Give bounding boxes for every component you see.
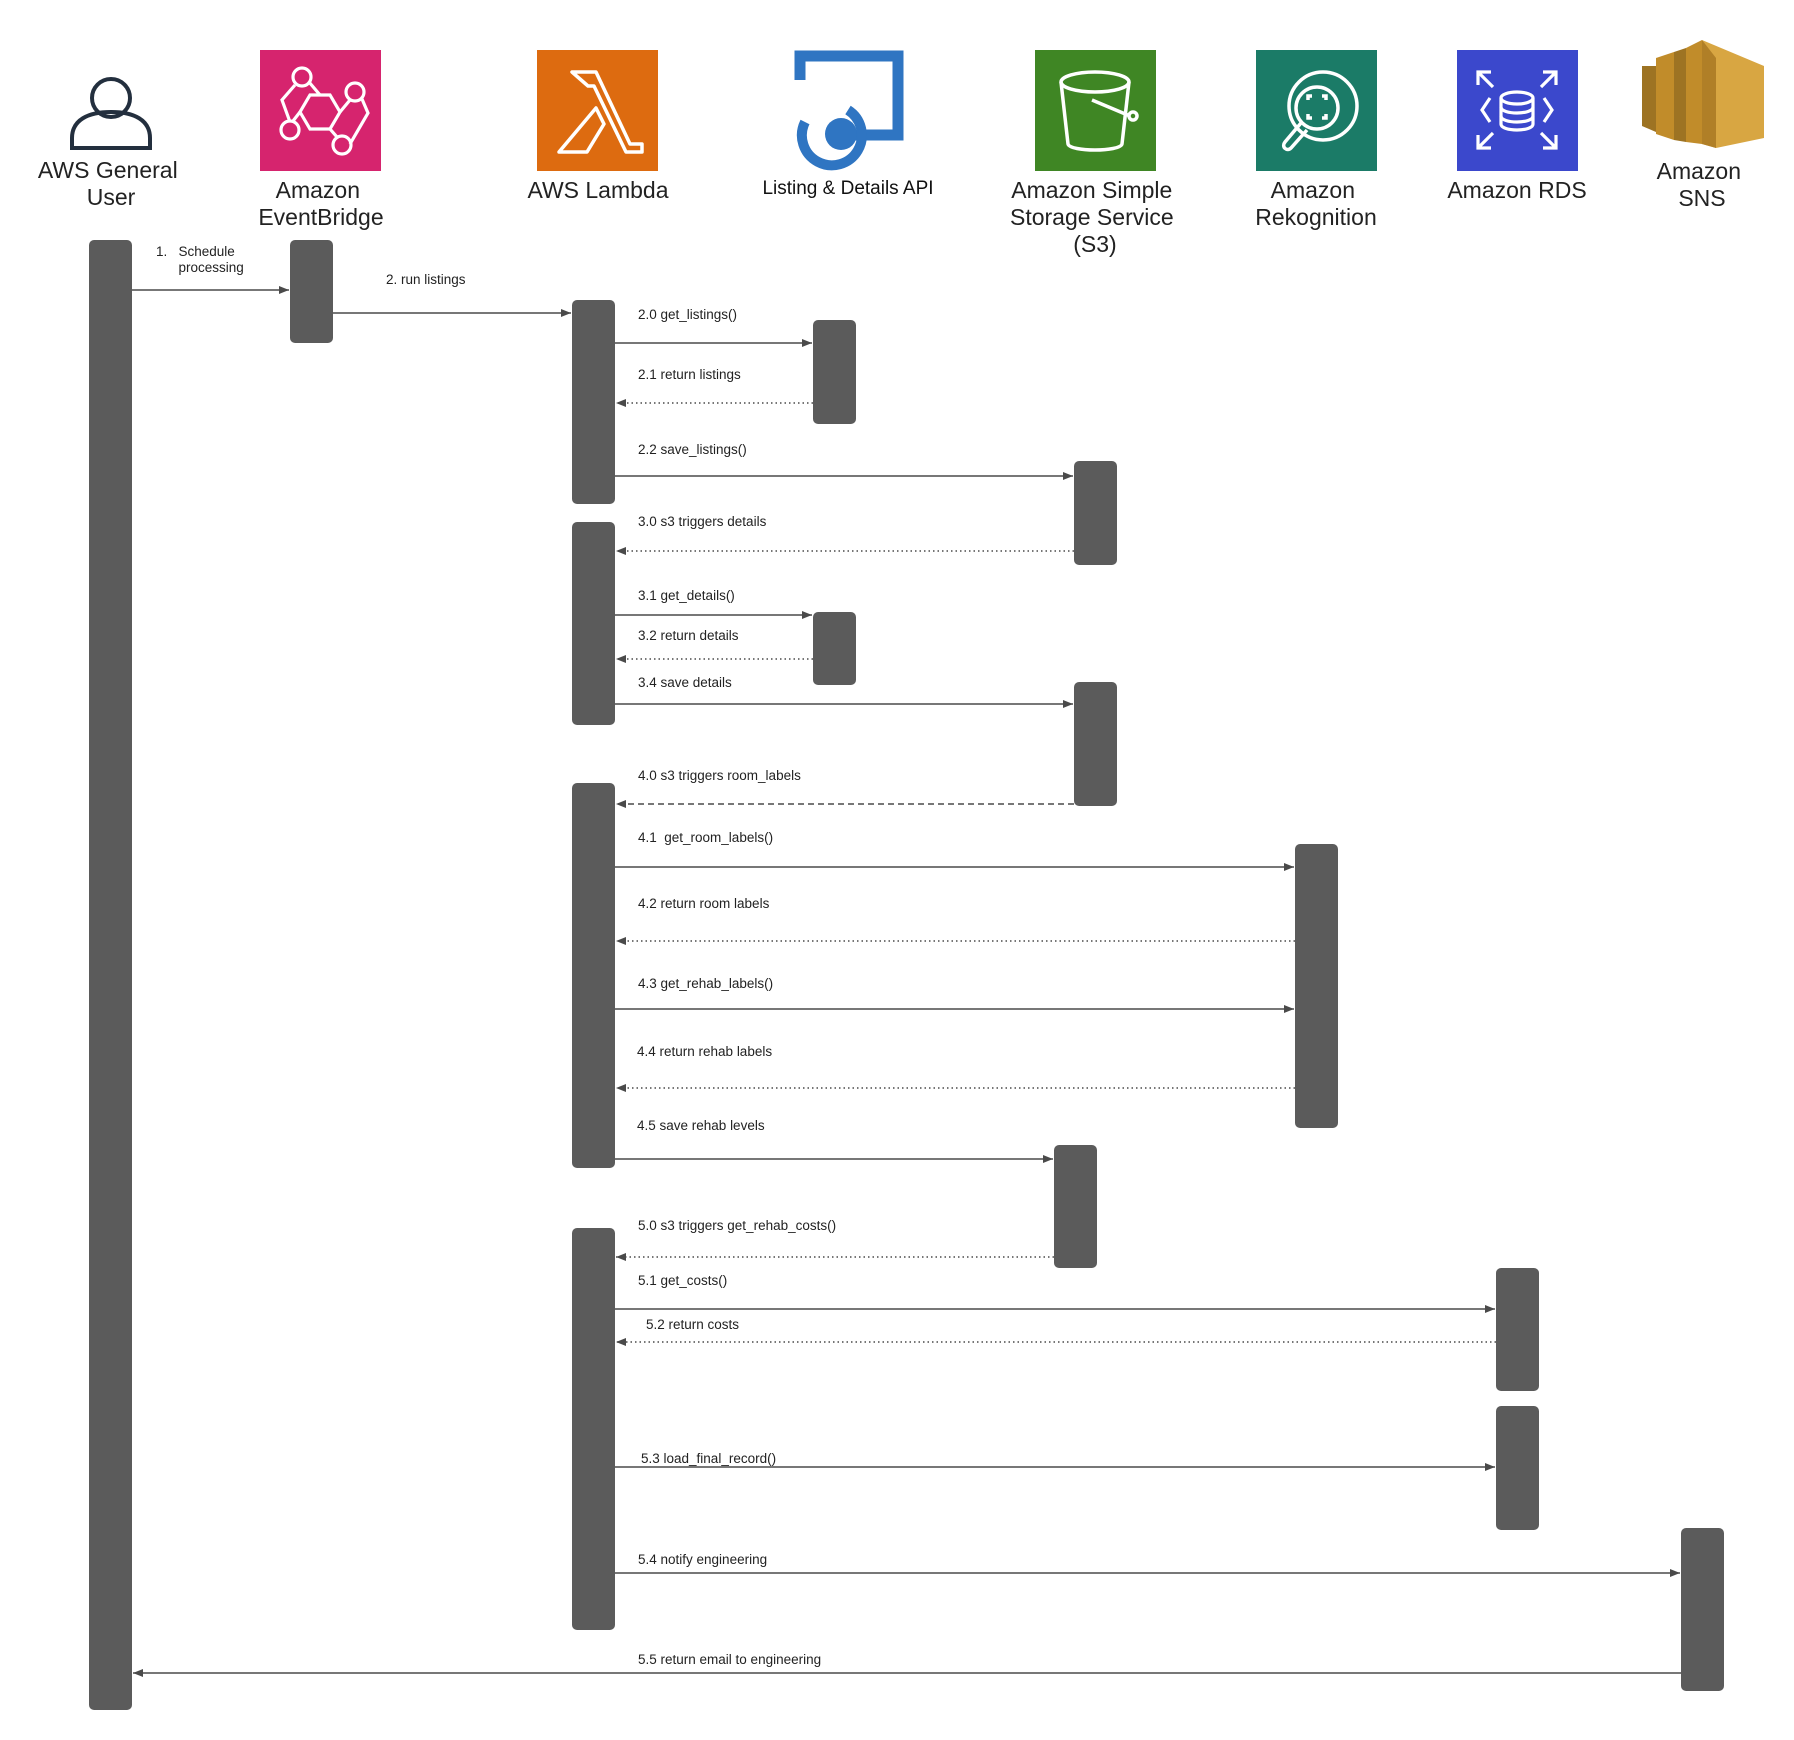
- actor-label-sns: Amazon SNS: [1657, 158, 1748, 211]
- activation-bar-rds-1: [1496, 1268, 1539, 1391]
- message-label-3-0: 3.0 s3 triggers details: [638, 514, 767, 529]
- actor-label-rekognition: Amazon Rekognition: [1255, 177, 1376, 230]
- message-label-3-2: 3.2 return details: [638, 628, 739, 643]
- sns-icon: [1642, 40, 1764, 148]
- activation-bar-sns: [1681, 1528, 1724, 1691]
- activation-bar-lambda-1: [572, 300, 615, 504]
- message-label-4-4: 4.4 return rehab labels: [637, 1044, 772, 1059]
- activation-bar-lambda-4: [572, 1228, 615, 1630]
- message-label-5-3: 5.3 load_final_record(): [641, 1451, 776, 1466]
- activation-bar-api-2: [813, 612, 856, 685]
- message-label-1: 1. Schedule processing: [156, 244, 244, 275]
- lambda-icon: [537, 50, 658, 171]
- activation-bar-user: [89, 240, 132, 1710]
- message-label-5-2: 5.2 return costs: [646, 1317, 739, 1332]
- message-arrows: [132, 286, 1681, 1677]
- activation-bar-rekognition: [1295, 844, 1338, 1128]
- message-label-3-1: 3.1 get_details(): [638, 588, 735, 603]
- actor-label-s3: Amazon Simple Storage Service (S3): [1010, 177, 1180, 257]
- actor-label-eventbridge: Amazon EventBridge: [258, 177, 383, 230]
- activation-bar-rds-2: [1496, 1406, 1539, 1530]
- activation-bar-s3-1: [1074, 461, 1117, 565]
- message-label-2-2: 2.2 save_listings(): [638, 442, 747, 457]
- rekognition-icon: [1256, 50, 1377, 171]
- eventbridge-icon: [260, 50, 381, 171]
- message-label-3-4: 3.4 save details: [638, 675, 732, 690]
- actor-labels: AWS General User Amazon EventBridge AWS …: [38, 157, 1748, 257]
- actor-label-lambda: AWS Lambda: [527, 177, 668, 203]
- message-label-4-2: 4.2 return room labels: [638, 896, 770, 911]
- message-label-4-3: 4.3 get_rehab_labels(): [638, 976, 773, 991]
- rds-icon: [1457, 50, 1578, 171]
- message-label-4-0: 4.0 s3 triggers room_labels: [638, 768, 801, 783]
- actor-icons: [70, 40, 1764, 171]
- actor-label-user: AWS General User: [38, 157, 184, 210]
- api-icon: [794, 50, 904, 171]
- activation-bar-api-1: [813, 320, 856, 424]
- message-label-4-1: 4.1 get_room_labels(): [638, 830, 773, 845]
- actor-label-api: Listing & Details API: [762, 178, 933, 199]
- message-label-4-5: 4.5 save rehab levels: [637, 1118, 765, 1133]
- message-label-5-5: 5.5 return email to engineering: [638, 1652, 821, 1667]
- message-label-2-0: 2.0 get_listings(): [638, 307, 737, 322]
- activation-bar-lambda-3: [572, 783, 615, 1168]
- activation-bars: [89, 240, 1724, 1710]
- activation-bar-lambda-2: [572, 522, 615, 725]
- activation-bar-s3-2: [1074, 682, 1117, 806]
- activation-bar-eventbridge: [290, 240, 333, 343]
- user-icon: [70, 77, 152, 150]
- s3-bucket-icon: [1035, 50, 1156, 171]
- message-labels: 1. Schedule processing 2. run listings 2…: [156, 244, 836, 1667]
- activation-bar-s3-3: [1054, 1145, 1097, 1268]
- message-label-2: 2. run listings: [386, 272, 466, 287]
- message-label-2-1: 2.1 return listings: [638, 367, 741, 382]
- actor-label-rds: Amazon RDS: [1447, 177, 1586, 203]
- message-label-5-4: 5.4 notify engineering: [638, 1552, 767, 1567]
- message-label-5-0: 5.0 s3 triggers get_rehab_costs(): [638, 1218, 836, 1233]
- message-label-5-1: 5.1 get_costs(): [638, 1273, 727, 1288]
